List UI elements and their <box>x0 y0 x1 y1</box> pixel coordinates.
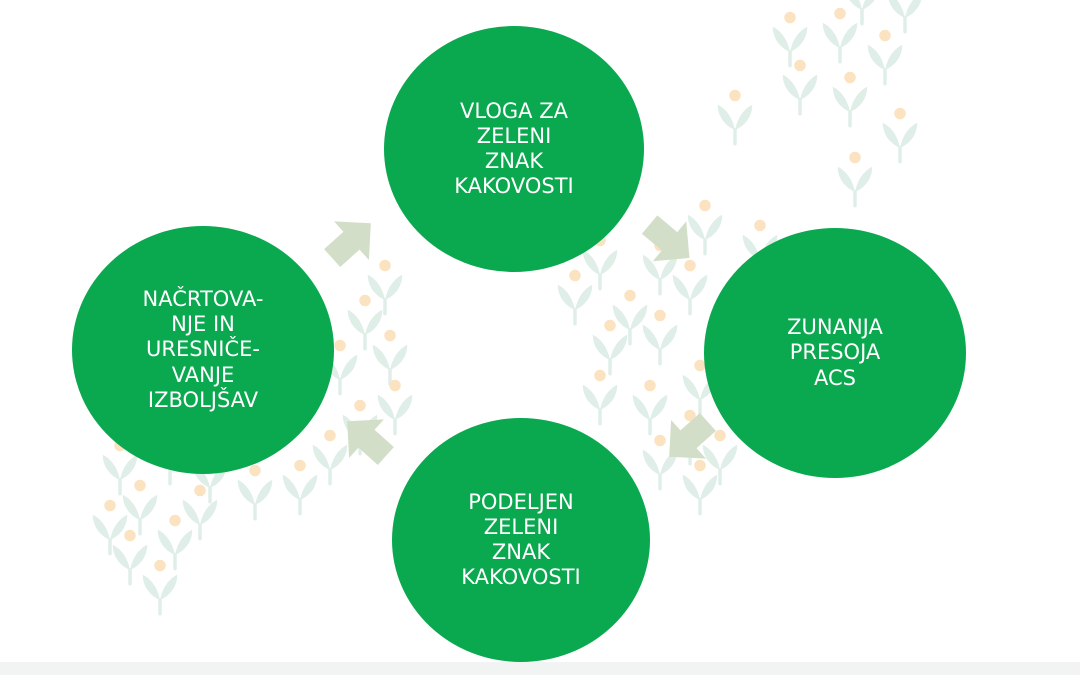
node-podeljen: PODELJEN ZELENI ZNAK KAKOVOSTI <box>392 418 650 662</box>
sprout-icon <box>886 0 924 34</box>
sprout-icon <box>843 0 881 26</box>
arrow-icon <box>347 419 394 465</box>
sprout-icon <box>366 258 404 316</box>
sprout-icon <box>556 268 594 326</box>
sprout-icon <box>631 378 669 436</box>
node-podeljen-label: PODELJEN ZELENI ZNAK KAKOVOSTI <box>461 489 581 590</box>
sprout-icon <box>141 558 179 616</box>
sprout-icon <box>121 478 159 536</box>
arrow-icon <box>324 221 371 267</box>
node-vloga-label: VLOGA ZA ZELENI ZNAK KAKOVOSTI <box>454 98 574 199</box>
sprout-icon <box>781 58 819 116</box>
sprout-icon <box>376 378 414 436</box>
sprout-icon <box>771 10 809 68</box>
node-nacrtovanje-label: NAČRTOVA- NJE IN URESNIČE- VANJE IZBOLJŠ… <box>142 287 264 412</box>
bottom-band <box>0 662 1080 675</box>
sprout-icon <box>831 70 869 128</box>
sprout-icon <box>866 28 904 86</box>
node-vloga: VLOGA ZA ZELENI ZNAK KAKOVOSTI <box>384 26 644 272</box>
sprout-icon <box>371 328 409 386</box>
sprout-icon <box>236 463 274 521</box>
sprout-icon <box>281 458 319 516</box>
sprout-icon <box>581 368 619 426</box>
sprout-icon <box>671 258 709 316</box>
sprout-icon <box>836 150 874 208</box>
sprout-icon <box>681 458 719 516</box>
sprout-icon <box>821 6 859 64</box>
sprout-icon <box>881 106 919 164</box>
arrow-icon <box>641 215 690 262</box>
sprout-icon <box>311 428 349 486</box>
sprout-icon <box>686 198 724 256</box>
node-presoja-label: ZUNANJA PRESOJA ACS <box>787 315 883 390</box>
sprout-icon <box>181 483 219 541</box>
node-nacrtovanje: NAČRTOVA- NJE IN URESNIČE- VANJE IZBOLJŠ… <box>72 226 334 474</box>
sprout-icon <box>641 308 679 366</box>
arrow-icon <box>669 413 716 459</box>
sprout-icon <box>611 288 649 346</box>
sprout-icon <box>111 528 149 586</box>
sprout-icon <box>591 318 629 376</box>
sprout-icon <box>346 293 384 351</box>
node-presoja: ZUNANJA PRESOJA ACS <box>704 228 966 478</box>
sprout-icon <box>91 498 129 556</box>
sprout-icon <box>716 88 754 146</box>
